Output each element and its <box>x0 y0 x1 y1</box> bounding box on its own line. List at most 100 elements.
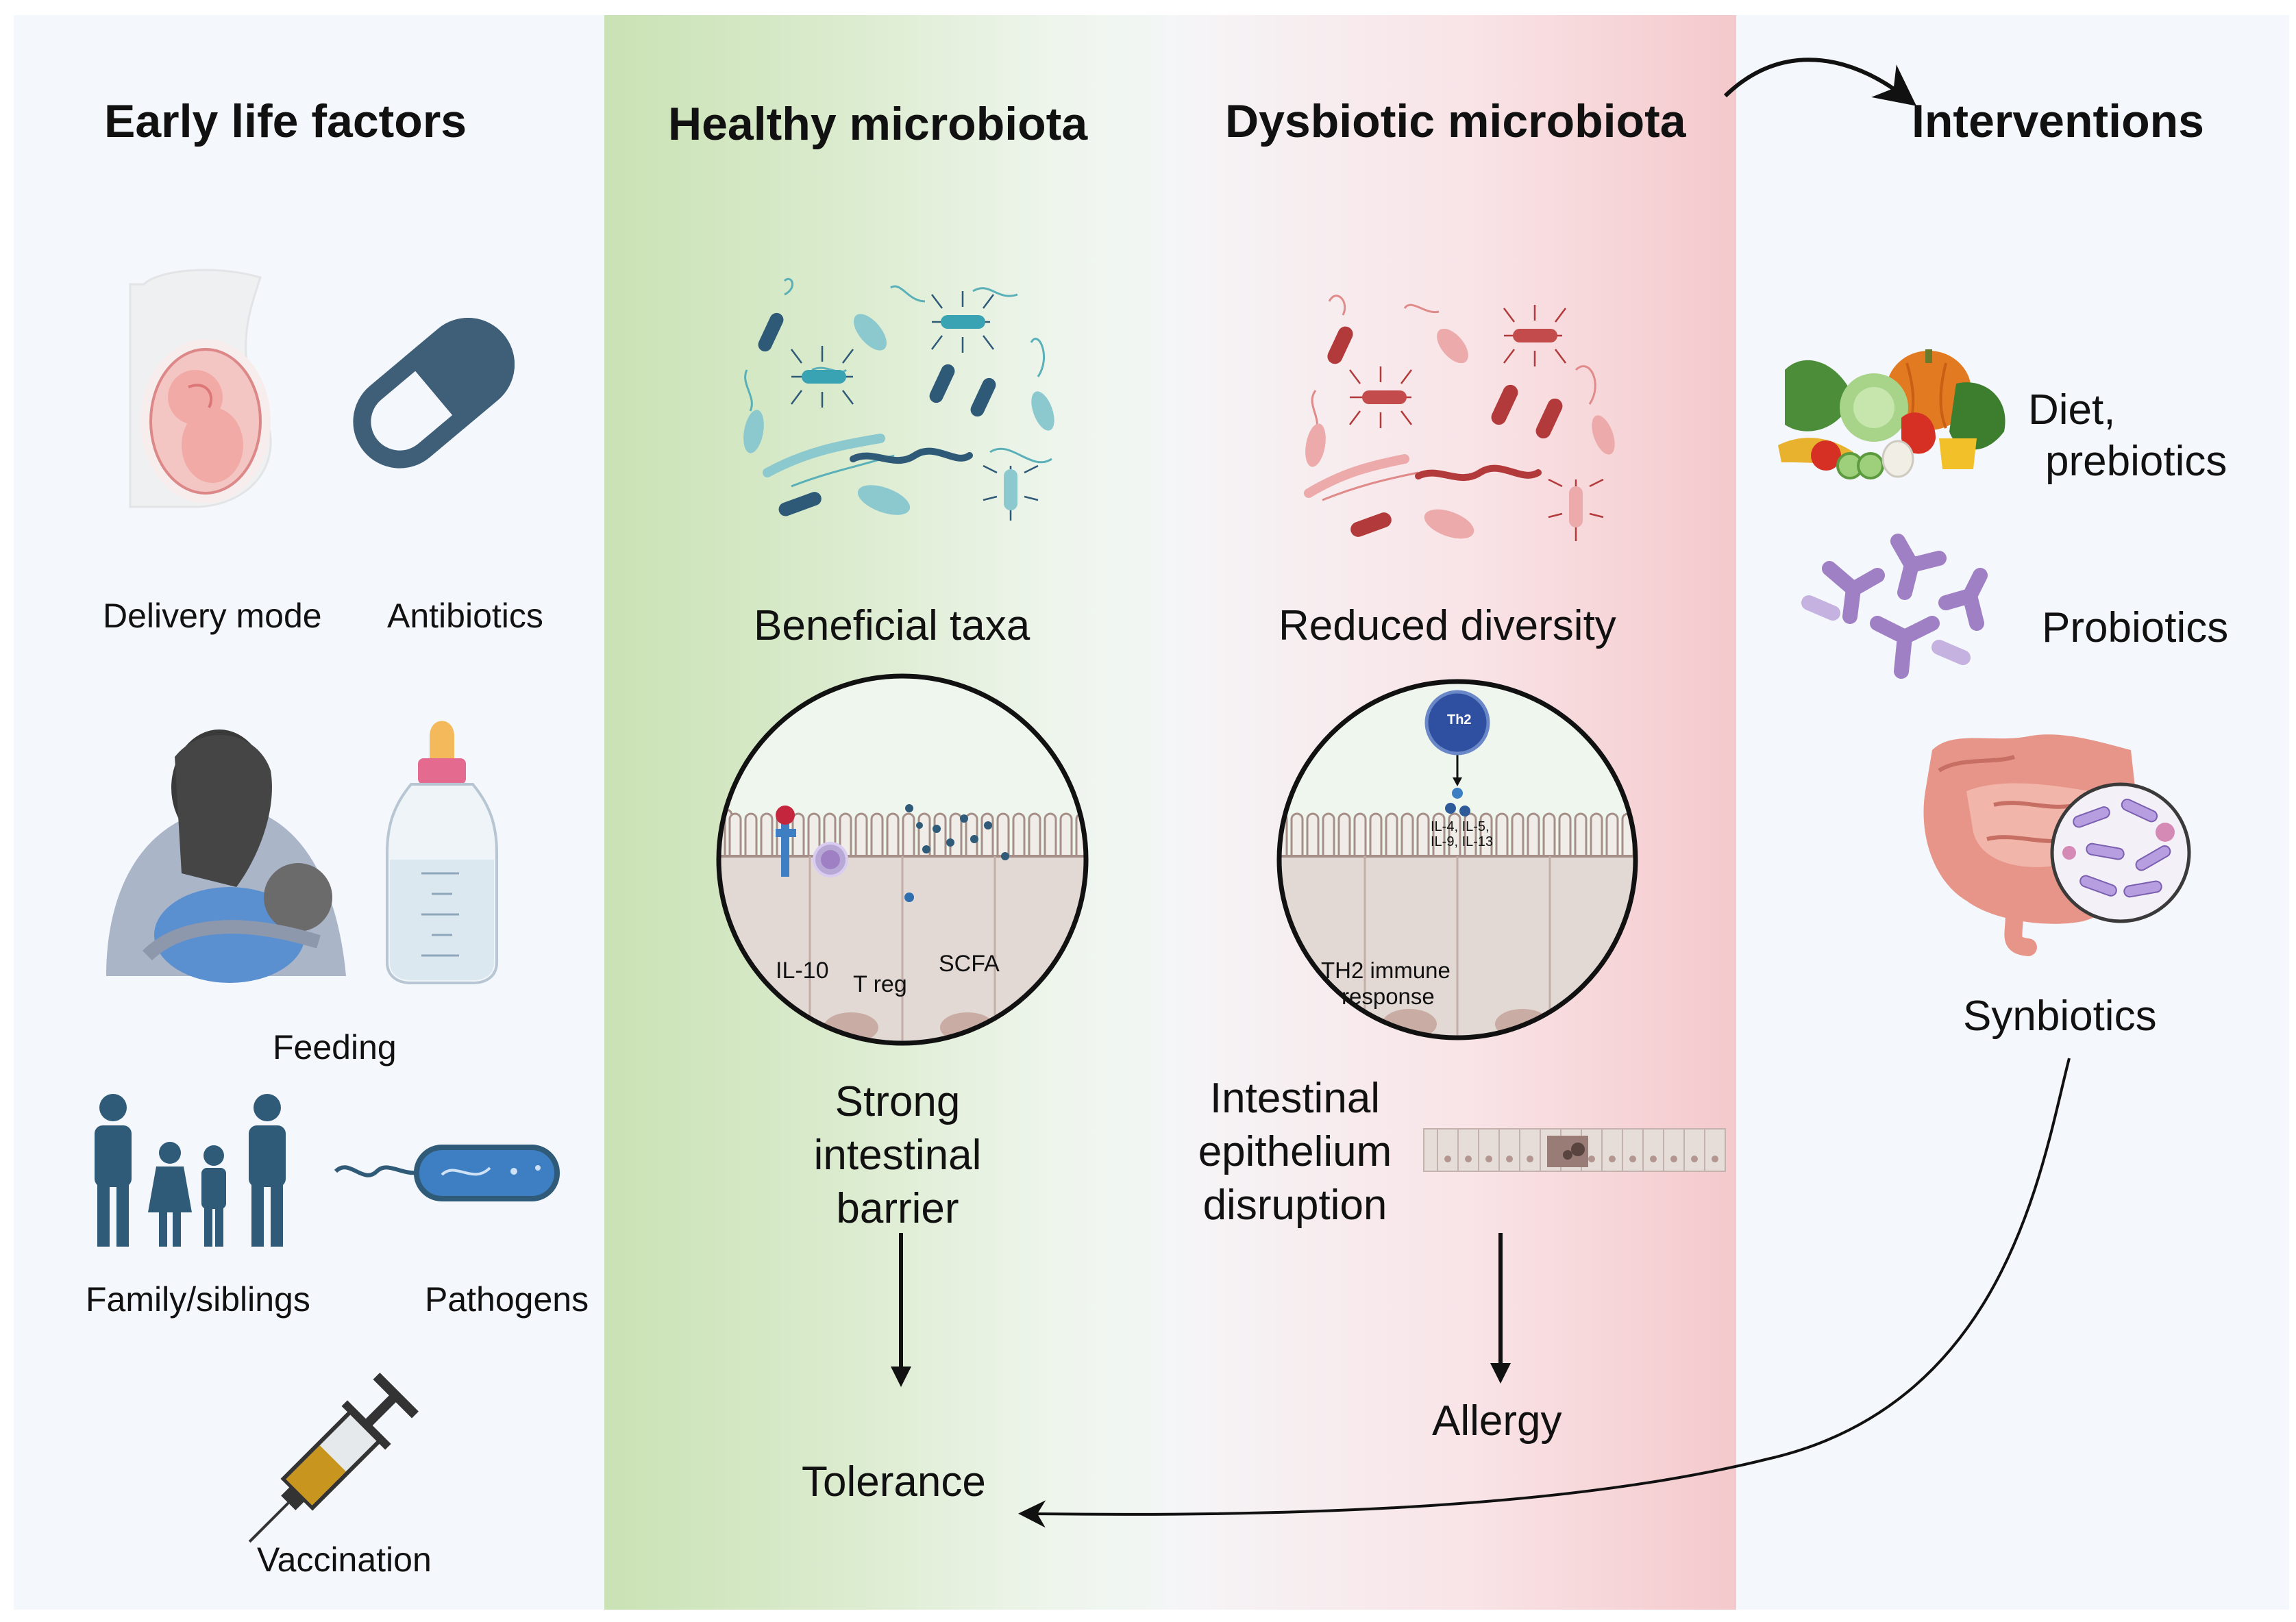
villus <box>760 812 774 856</box>
scfa-label: SCFA <box>939 951 1000 977</box>
cell-nucleus <box>1670 1156 1677 1162</box>
delivery-mode-label: Delivery mode <box>103 597 322 635</box>
pathogen-bacterium-icon <box>334 1145 560 1201</box>
strong-barrier-line-1: Strong <box>835 1078 961 1125</box>
early-life-title: Early life factors <box>104 95 467 147</box>
diet-line-2: prebiotics <box>2045 438 2227 485</box>
villus <box>1495 812 1509 856</box>
disruption-line-3: disruption <box>1202 1182 1387 1229</box>
villus <box>1306 812 1320 856</box>
villus <box>1542 812 1556 856</box>
villus <box>1479 812 1493 856</box>
vegetables-icon <box>1778 349 2005 479</box>
villus <box>728 812 742 856</box>
villus <box>1353 812 1367 856</box>
villus <box>1385 812 1398 856</box>
feeding-label: Feeding <box>273 1028 397 1066</box>
cell-nucleus <box>1712 1156 1718 1162</box>
villus <box>1044 812 1057 856</box>
epithelium-disruption-label: Intestinal epithelium disruption <box>1178 1072 1411 1232</box>
breastfeeding-icon <box>106 729 346 983</box>
villus <box>1527 812 1540 856</box>
cell-nucleus <box>1506 1156 1513 1162</box>
healthy-gut-inset <box>716 673 1089 1046</box>
antibiotics-label: Antibiotics <box>387 597 543 635</box>
villus <box>1400 812 1414 856</box>
villus <box>1464 812 1477 856</box>
villus <box>1290 812 1304 856</box>
antibiotics-capsule-icon <box>353 318 515 469</box>
family-icon <box>95 1094 286 1247</box>
villus <box>886 812 900 856</box>
villus <box>1012 812 1026 856</box>
villus <box>1322 812 1335 856</box>
villus <box>996 812 1010 856</box>
syringe-icon <box>248 1373 419 1543</box>
pathogens-label: Pathogens <box>425 1280 589 1319</box>
strong-barrier-label: Strong intestinal barrier <box>785 1075 1011 1236</box>
cell-nucleus <box>1465 1156 1472 1162</box>
strong-barrier-line-2: intestinal <box>813 1132 982 1179</box>
tolerance-label: Tolerance <box>802 1458 986 1506</box>
reduced-diversity-label: Reduced diversity <box>1279 602 1616 649</box>
disrupted-epithelium-strip <box>1423 1128 1726 1172</box>
dysbiotic-gut-inset <box>1276 679 1638 1040</box>
villus <box>1059 812 1073 856</box>
villus <box>1590 812 1603 856</box>
th2-cell-label: Th2 <box>1447 712 1472 727</box>
cell-nucleus <box>1588 1156 1595 1162</box>
baby-bottle-icon <box>386 721 498 984</box>
villus <box>1369 812 1383 856</box>
dysbiotic-bacteria-cluster <box>1304 295 1615 541</box>
villus <box>1432 812 1446 856</box>
family-siblings-label: Family/siblings <box>86 1280 310 1319</box>
healthy-microbiota-title: Healthy microbiota <box>668 98 1088 150</box>
dysbiotic-microbiota-title: Dysbiotic microbiota <box>1225 95 1686 147</box>
villus <box>870 812 884 856</box>
synbiotics-label: Synbiotics <box>1963 993 2157 1040</box>
allergy-label: Allergy <box>1432 1397 1562 1445</box>
cell-nucleus <box>1691 1156 1698 1162</box>
cell-nucleus <box>1527 1156 1533 1162</box>
il10-label: IL-10 <box>776 958 829 984</box>
cell-nucleus <box>1609 1156 1616 1162</box>
villus <box>854 812 868 856</box>
villus <box>839 812 852 856</box>
arrow-to-tolerance <box>891 1233 911 1387</box>
disruption-line-2: epithelium <box>1198 1128 1392 1175</box>
cytokines-line-1: IL-4, IL-5, <box>1431 819 1490 834</box>
villus <box>1511 812 1525 856</box>
villus <box>1574 812 1588 856</box>
cell-nucleus <box>1650 1156 1657 1162</box>
strong-barrier-line-3: barrier <box>836 1185 959 1232</box>
cytokines-line-2: IL-9, IL-13 <box>1431 834 1494 849</box>
villus <box>807 812 821 856</box>
pregnancy-icon <box>129 269 272 508</box>
beneficial-bacteria-cluster <box>743 278 1054 521</box>
villus <box>933 812 947 856</box>
arrow-to-allergy <box>1490 1233 1511 1384</box>
cell-nucleus <box>1444 1156 1451 1162</box>
disruption-line-1: Intestinal <box>1209 1075 1381 1122</box>
diet-line-1: Diet, <box>2028 386 2116 434</box>
cell-nucleus <box>1629 1156 1636 1162</box>
interventions-title: Interventions <box>1912 95 2204 147</box>
villus <box>1448 812 1461 856</box>
vaccination-label: Vaccination <box>257 1540 432 1579</box>
cell-nucleus <box>1485 1156 1492 1162</box>
beneficial-taxa-label: Beneficial taxa <box>754 602 1030 649</box>
th2-response-line-2: response <box>1342 984 1435 1009</box>
probiotics-icon <box>1801 534 1988 679</box>
villus <box>1337 812 1351 856</box>
villus <box>1028 812 1041 856</box>
th2-response-line-1: TH2 immune <box>1321 958 1451 983</box>
villus <box>1605 812 1619 856</box>
magnified-microbes-icon <box>2050 782 2191 923</box>
treg-label: T reg <box>853 971 907 997</box>
villus <box>1416 812 1430 856</box>
villus <box>1558 812 1572 856</box>
villus <box>744 812 758 856</box>
early-life-panel <box>14 15 604 1610</box>
